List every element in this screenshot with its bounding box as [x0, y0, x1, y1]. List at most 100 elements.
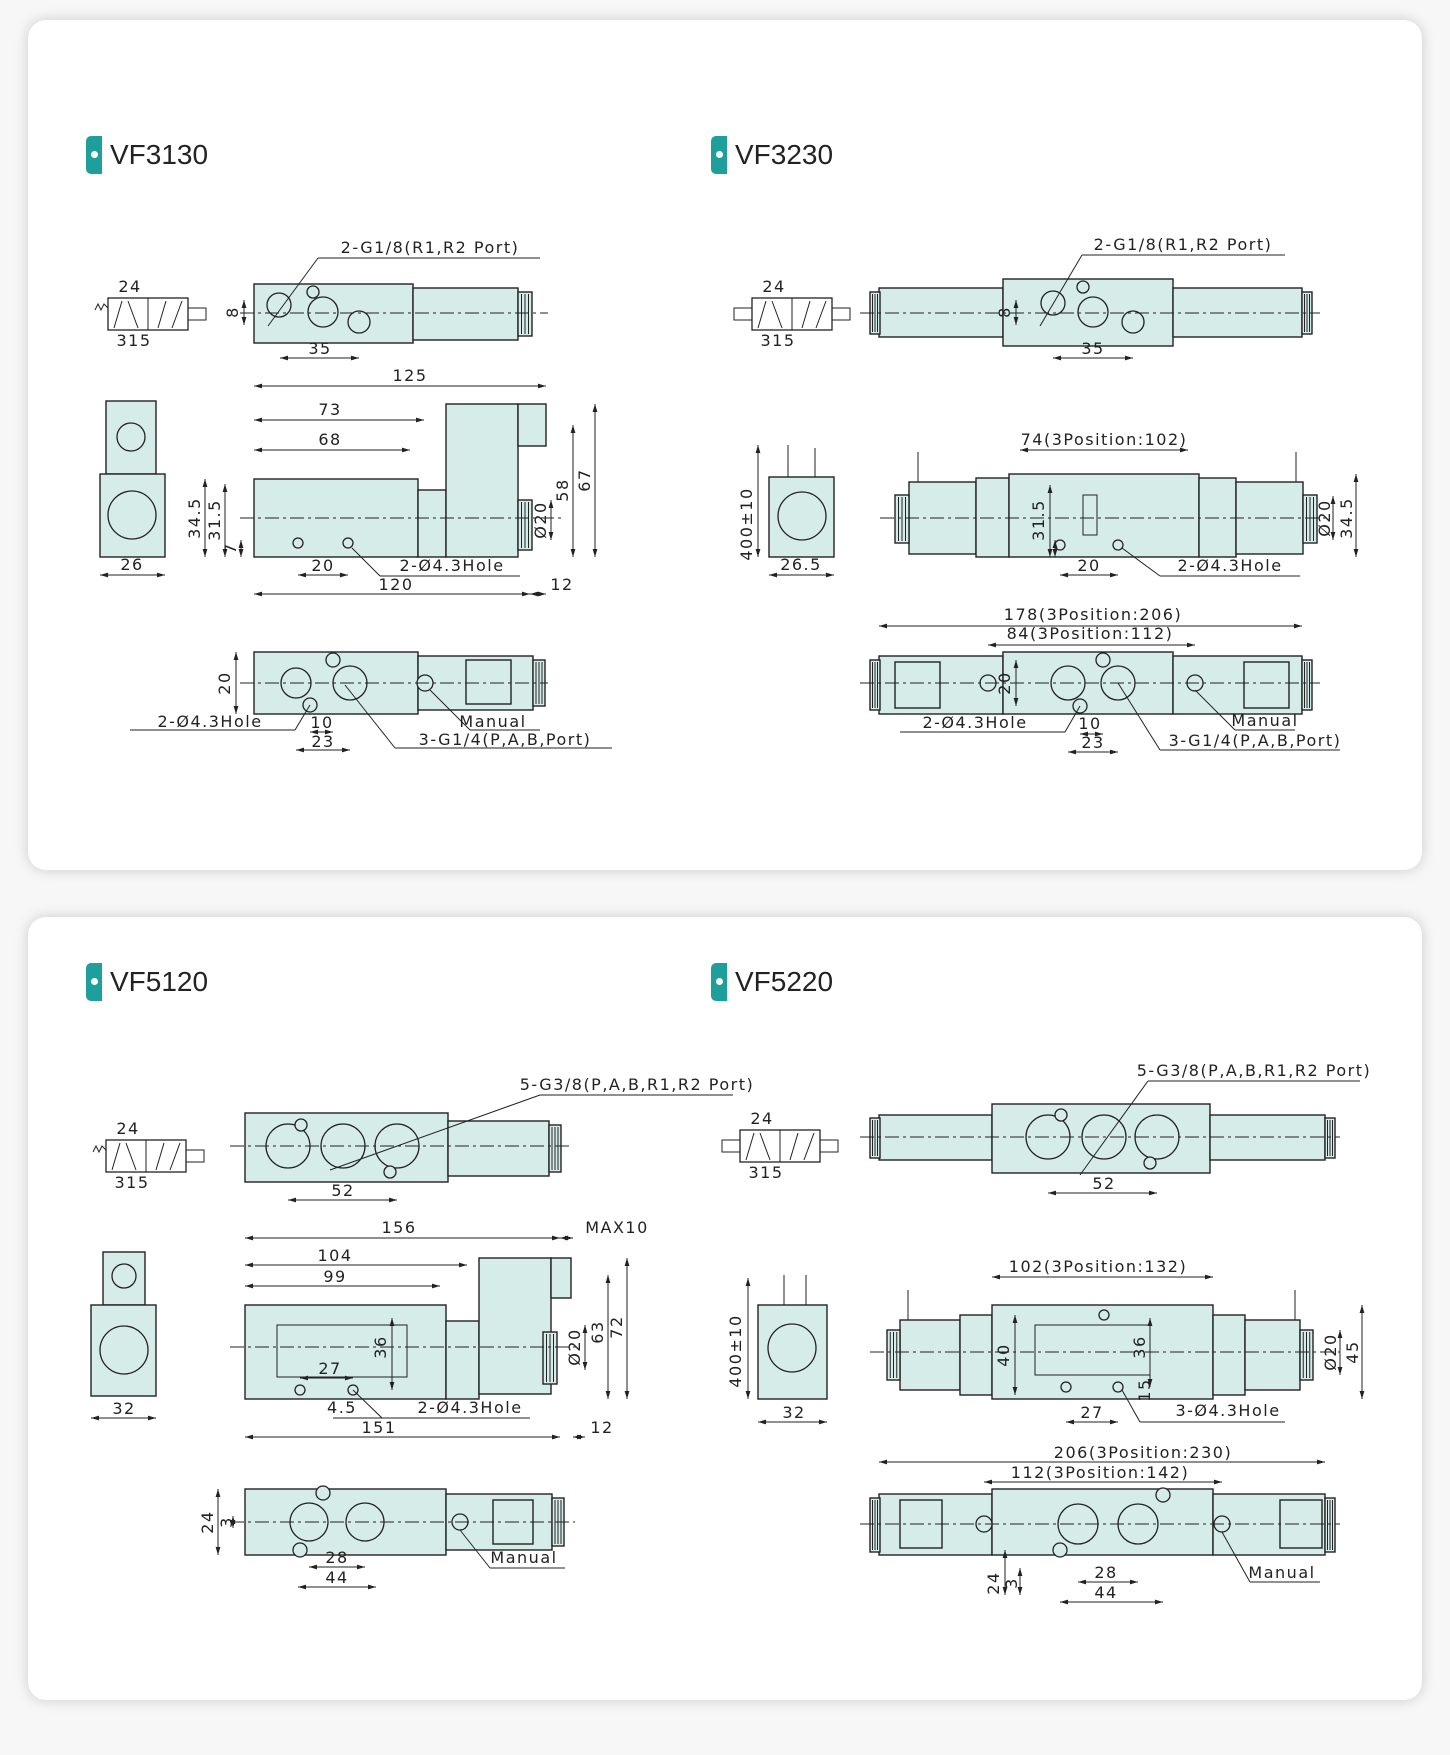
mount-hole [294, 1118, 308, 1132]
mount-hole [306, 285, 320, 299]
dimension-label: 3-G1/4(P,A,B,Port) [419, 730, 592, 749]
dimension-label: 72 [607, 1315, 626, 1338]
solenoid-icon [187, 307, 207, 321]
leader-line [429, 689, 471, 731]
leader-line [1194, 689, 1236, 731]
dimension-label: 3-Ø4.3Hole [1175, 1401, 1280, 1420]
mount-hole [1060, 1381, 1072, 1393]
solenoid-coil [899, 1319, 961, 1391]
dimension-label: 84(3Position:112) [1007, 624, 1174, 643]
dimension-label: 28 [1094, 1563, 1117, 1582]
dimension-label: Manual [490, 1548, 557, 1567]
flow-arrow [803, 1132, 815, 1161]
dimension-label: 3 [217, 1516, 236, 1528]
leader-line [294, 704, 311, 731]
solenoid-coil [478, 1257, 552, 1395]
dimension-label: 35 [1081, 339, 1104, 358]
dimension-label: 102(3Position:132) [1009, 1257, 1187, 1276]
mount-hole [1098, 1309, 1110, 1321]
model-title-text: VF3230 [735, 139, 834, 170]
dimension-label: 24 [984, 1571, 1003, 1594]
dimension-label: 5-G3/8(P,A,B,R1,R2 Port) [1137, 1061, 1371, 1080]
mount-hole [1112, 1381, 1124, 1393]
flow-arrow [157, 300, 167, 329]
dimension-label: 40 [994, 1343, 1013, 1366]
dimension-label: 3 [1002, 1577, 1021, 1589]
dimension-label: MAX10 [585, 1218, 649, 1237]
dimension-label: 112(3Position:142) [1011, 1463, 1189, 1482]
dimension-label: Ø20 [1321, 1333, 1340, 1370]
connector-face [465, 659, 512, 705]
dimension-label: 58 [553, 478, 572, 501]
dimension-label: 67 [575, 468, 594, 491]
port-circle [116, 422, 146, 452]
indicator-window [1082, 494, 1098, 536]
dimension-label: 20 [995, 671, 1014, 694]
dimension-label: 7 [221, 542, 240, 554]
dimension-label: 68 [318, 430, 341, 449]
dimension-label: 32 [782, 1403, 805, 1422]
leader-line [459, 1529, 491, 1569]
dimension-label: 120 [378, 575, 413, 594]
model-title-text: VF5120 [110, 966, 209, 997]
connector-face [894, 661, 941, 709]
dimension-label: 44 [1094, 1583, 1117, 1602]
dimension-label: 156 [381, 1218, 416, 1237]
flow-arrow [155, 1142, 165, 1171]
dimension-label: 8 [223, 306, 242, 318]
flow-arrow [759, 1132, 771, 1161]
port-circle [1040, 290, 1066, 316]
solenoid-coil [445, 403, 519, 558]
leader-line [344, 684, 396, 749]
solenoid-icon [831, 307, 851, 321]
leader-line [1079, 1080, 1149, 1176]
dimension-label: Ø20 [1315, 499, 1334, 536]
dimension-label: 20 [1077, 556, 1100, 575]
leader-line [1039, 254, 1083, 327]
dimension-label: 31.5 [1029, 499, 1048, 541]
flow-arrow [771, 300, 783, 329]
dimension-label: 36 [1130, 1335, 1149, 1358]
model-title-text: VF3130 [110, 139, 209, 170]
port-circle [777, 491, 827, 541]
dimension-label: 26.5 [780, 555, 822, 574]
model-title-vf5120: VF5120 [86, 963, 208, 1001]
flow-arrow [127, 300, 139, 329]
port-circle [266, 292, 292, 318]
flow-arrow [113, 300, 123, 329]
leader-line [329, 1094, 541, 1171]
dimension-label: Manual [1231, 711, 1298, 730]
dimension-label: 2-Ø4.3Hole [1177, 556, 1282, 575]
connector [517, 403, 547, 447]
leader-line [267, 257, 319, 327]
dimension-label: 125 [392, 366, 427, 385]
flow-arrow [745, 1132, 755, 1161]
dimension-label: 23 [311, 732, 334, 751]
port-circle [1121, 310, 1145, 334]
model-title-text: VF5220 [735, 966, 834, 997]
dimension-label: 2-Ø4.3Hole [399, 556, 504, 575]
mount-hole [1054, 1108, 1068, 1122]
spring-icon [92, 1144, 107, 1154]
mount-hole [292, 537, 304, 549]
dimension-label: 26 [120, 555, 143, 574]
mount-hole [1155, 1487, 1171, 1503]
dimension-label: 151 [361, 1418, 396, 1437]
dimension-label: 315 [114, 1173, 149, 1192]
port-circle [307, 296, 339, 328]
dimension-label: 28 [325, 1548, 348, 1567]
mount-hole [342, 537, 354, 549]
bullet-icon [711, 136, 727, 174]
dimension-label: 52 [331, 1181, 354, 1200]
dimension-label: 73 [318, 400, 341, 419]
mount-hole [315, 1485, 331, 1501]
port-circle [347, 310, 371, 334]
solenoid-coil [412, 287, 519, 341]
model-title-vf5220: VF5220 [711, 963, 833, 1001]
model-title-vf3130: VF3130 [86, 136, 208, 174]
dimension-label: 24 [118, 277, 141, 296]
bullet-icon [86, 136, 102, 174]
solenoid-coil [1244, 1319, 1301, 1391]
dimension-label: 31.5 [205, 499, 224, 541]
